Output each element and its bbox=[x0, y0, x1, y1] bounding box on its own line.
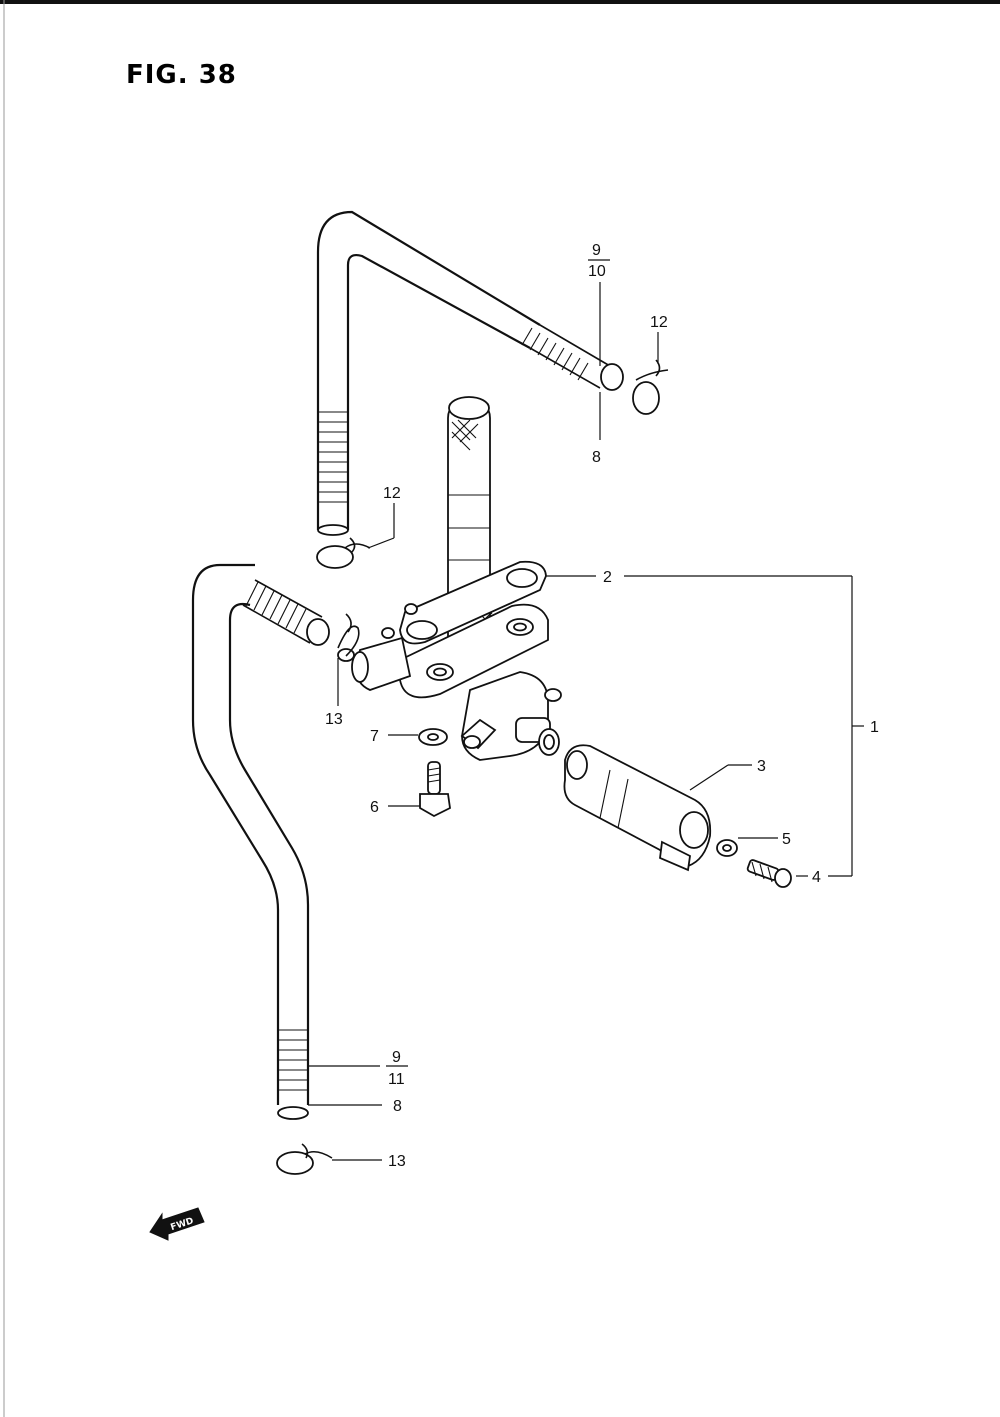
hose-clip-12-right bbox=[632, 359, 669, 415]
valve-lever-3 bbox=[563, 744, 712, 872]
valve-body bbox=[337, 603, 562, 761]
callout-8-top: 8 bbox=[592, 449, 601, 466]
upper-fuel-hose bbox=[316, 210, 624, 536]
washer-5 bbox=[716, 839, 738, 857]
lower-fuel-hose bbox=[191, 563, 330, 1120]
hose-clip-13-left bbox=[337, 613, 360, 657]
callout-9-bottom: 9 bbox=[392, 1049, 401, 1066]
callout-1: 1 bbox=[870, 719, 879, 736]
hose-clip-13-bottom bbox=[276, 1143, 333, 1175]
upper-hose-corrugation-left bbox=[317, 411, 349, 536]
callout-12-right: 12 bbox=[650, 314, 668, 331]
valve-gasket-plate bbox=[399, 560, 547, 645]
leader-lines bbox=[308, 282, 864, 1161]
callout-10: 10 bbox=[588, 263, 606, 280]
lower-hose-corrugation-bottom bbox=[277, 1029, 309, 1120]
washer-7 bbox=[418, 728, 448, 746]
callout-7: 7 bbox=[370, 728, 379, 745]
callout-6: 6 bbox=[370, 799, 379, 816]
screw-4 bbox=[746, 859, 792, 888]
lower-hose-corrugation-top bbox=[242, 579, 330, 646]
callout-5: 5 bbox=[782, 831, 791, 848]
callout-11: 11 bbox=[388, 1071, 405, 1088]
upper-hose-corrugation-right bbox=[521, 324, 624, 391]
callout-13-bottom: 13 bbox=[388, 1153, 406, 1170]
callout-9-top: 9 bbox=[592, 242, 601, 259]
callout-12-left: 12 bbox=[383, 485, 401, 502]
callout-labels: 9 10 8 12 12 2 1 13 7 3 6 5 4 9 11 8 13 bbox=[325, 242, 879, 1170]
callout-2: 2 bbox=[603, 569, 612, 586]
callout-3: 3 bbox=[757, 758, 766, 775]
fuel-valve-assembly bbox=[337, 396, 562, 761]
callout-4: 4 bbox=[812, 869, 821, 886]
figure-title: FIG. 38 bbox=[126, 60, 237, 90]
callout-13-left: 13 bbox=[325, 711, 343, 728]
bolt-6 bbox=[419, 761, 451, 818]
hose-clip-12-left bbox=[316, 537, 371, 569]
forward-direction-arrow: FWD bbox=[149, 1207, 205, 1241]
callout-8-bottom: 8 bbox=[393, 1098, 402, 1115]
